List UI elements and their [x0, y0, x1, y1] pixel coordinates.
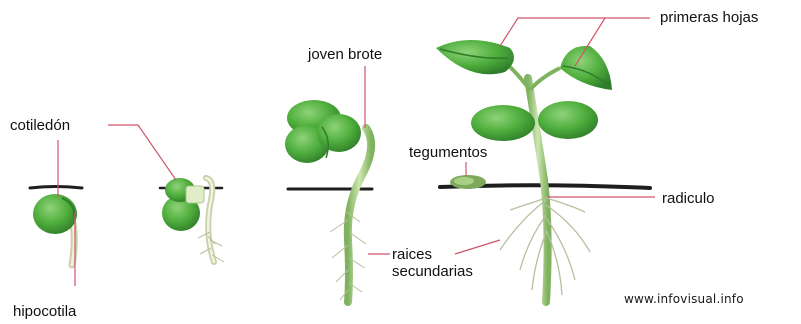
seed-coat	[450, 175, 486, 189]
seed-stage-3	[285, 100, 371, 302]
label-primeras-hojas: primeras hojas	[660, 9, 758, 26]
label-raices-line1: raices	[392, 246, 432, 263]
leader-cotiledon-2	[108, 125, 176, 180]
seed-stage-1	[33, 194, 77, 265]
leader-raices-b	[455, 240, 500, 254]
label-raices-line2: secundarias	[392, 263, 473, 280]
credit-text: www.infovisual.info	[624, 292, 744, 306]
label-tegumentos: tegumentos	[409, 144, 487, 161]
label-cotiledon: cotiledón	[10, 117, 70, 134]
leader-primeras-hojas-a	[500, 18, 605, 46]
label-joven-brote: joven brote	[308, 46, 382, 63]
label-radiculo: radiculo	[662, 190, 715, 207]
label-hipocotila: hipocotila	[13, 303, 76, 320]
soil-lines	[30, 185, 650, 189]
seed-stage-2	[162, 178, 224, 262]
